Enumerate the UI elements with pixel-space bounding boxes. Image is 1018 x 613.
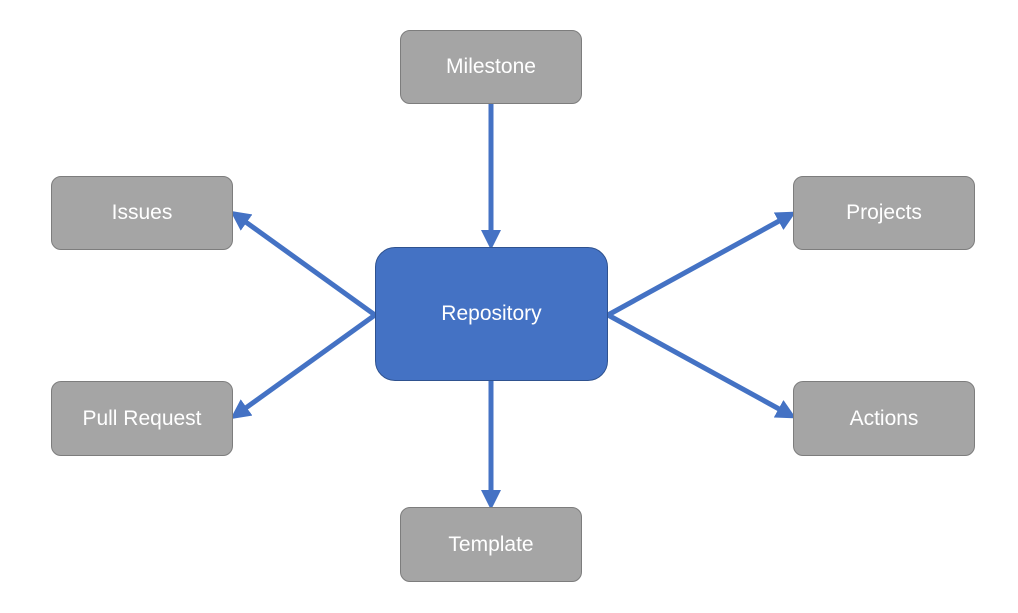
pull-request-label: Pull Request	[82, 406, 202, 430]
pull-request-node: Pull Request	[51, 381, 233, 456]
actions-node: Actions	[793, 381, 975, 456]
repository-node: Repository	[375, 247, 608, 381]
projects-node: Projects	[793, 176, 975, 250]
milestone-node: Milestone	[400, 30, 582, 104]
arrow-repository-to-issues	[230, 210, 377, 318]
issues-label: Issues	[111, 201, 173, 224]
milestone-label: Milestone	[446, 55, 536, 78]
projects-label: Projects	[846, 201, 922, 224]
arrow-repository-to-pull-request	[230, 312, 377, 420]
repository-label: Repository	[441, 302, 542, 325]
template-label: Template	[448, 532, 534, 556]
arrow-repository-to-actions	[606, 312, 797, 419]
template-node: Template	[400, 507, 582, 582]
arrow-repository-to-projects	[606, 211, 797, 318]
actions-label: Actions	[849, 406, 919, 430]
issues-node: Issues	[51, 176, 233, 250]
